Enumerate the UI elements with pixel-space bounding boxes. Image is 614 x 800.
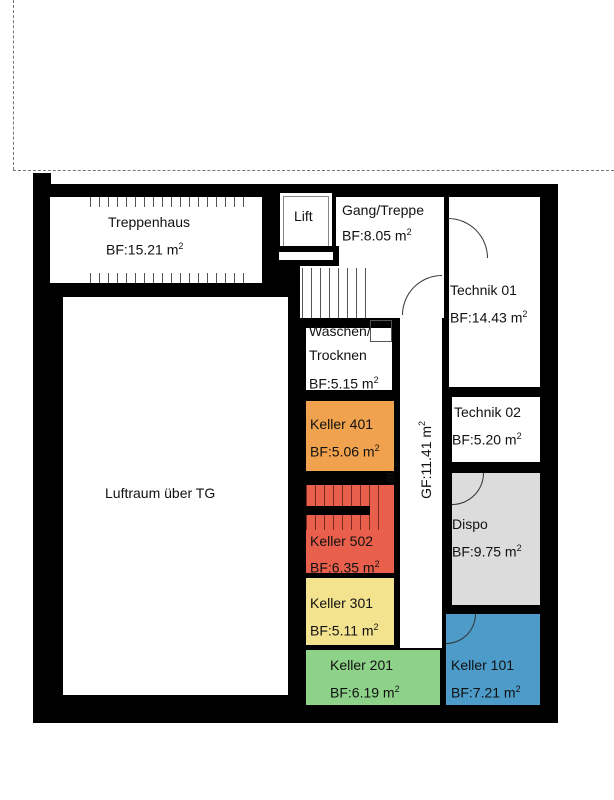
room-keller-502[interactable]: Keller 502 BF:6.35 m2 — [306, 485, 394, 576]
room-area: BF:7.21 m2 — [451, 684, 521, 701]
room-area: BF:5.15 m2 — [309, 375, 379, 392]
room-area: BF:5.20 m2 — [452, 431, 522, 448]
room-technik-02[interactable]: Technik 02 BF:5.20 m2 — [452, 397, 540, 462]
room-name: Waschen/ — [309, 323, 371, 339]
room-name: Technik 01 — [450, 282, 517, 298]
room-name: Treppenhaus — [108, 214, 190, 230]
stair-wall — [306, 506, 370, 515]
room-name: Keller 401 — [310, 416, 374, 432]
stairs-icon — [302, 268, 372, 318]
room-name: Keller 101 — [451, 657, 515, 673]
property-line-horizontal — [13, 170, 614, 171]
room-area: BF:8.05 m2 — [342, 227, 412, 244]
room-name: Keller 201 — [330, 657, 394, 673]
room-area: BF:5.06 m2 — [310, 443, 380, 460]
room-lift[interactable]: Lift — [278, 191, 334, 254]
room-area: BF:15.21 m2 — [106, 241, 184, 258]
room-name: Luftraum über TG — [105, 485, 216, 501]
room-treppenhaus[interactable]: Treppenhaus BF:15.21 m2 — [50, 197, 262, 283]
room-name-line2: Trocknen — [309, 347, 367, 363]
room-waschen-trocknen[interactable]: WM/TB Waschen/ Trocknen BF:5.15 m2 — [306, 320, 392, 392]
room-keller-101[interactable]: Keller 101 BF:7.21 m2 — [446, 614, 540, 705]
property-line-vertical — [13, 0, 14, 170]
room-name: Technik 02 — [454, 404, 521, 420]
room-area: BF:14.43 m2 — [450, 309, 528, 326]
room-area: BF:5.11 m2 — [310, 622, 379, 639]
room-area: BF:6.35 m2 — [310, 559, 380, 576]
room-dispo[interactable]: Dispo BF:9.75 m2 — [452, 473, 540, 605]
room-keller-301[interactable]: Keller 301 BF:5.11 m2 — [306, 578, 394, 645]
room-area: BF:9.75 m2 — [452, 543, 522, 560]
room-gang[interactable]: Gang GF:11.41 m2 — [381, 318, 442, 648]
room-name: Keller 301 — [310, 595, 374, 611]
lift-shaft-wall — [273, 246, 339, 266]
room-name: Gang/Treppe — [342, 202, 424, 218]
room-area: BF:6.19 m2 — [330, 684, 400, 701]
stairs-icon — [90, 273, 250, 283]
room-keller-401[interactable]: Keller 401 BF:5.06 m2 — [306, 401, 394, 471]
room-luftraum: Luftraum über TG — [63, 297, 288, 695]
room-name: Keller 502 — [310, 533, 374, 549]
room-name: Dispo — [452, 516, 488, 532]
room-area: GF:11.41 m2 — [417, 420, 434, 499]
door-swing[interactable] — [446, 614, 476, 644]
stairs-icon — [90, 197, 250, 207]
room-name: Lift — [294, 208, 313, 224]
washing-machine-icon: WM/TB — [370, 320, 392, 342]
room-keller-201[interactable]: Keller 201 BF:6.19 m2 — [306, 650, 440, 705]
door-swing[interactable] — [452, 473, 484, 505]
